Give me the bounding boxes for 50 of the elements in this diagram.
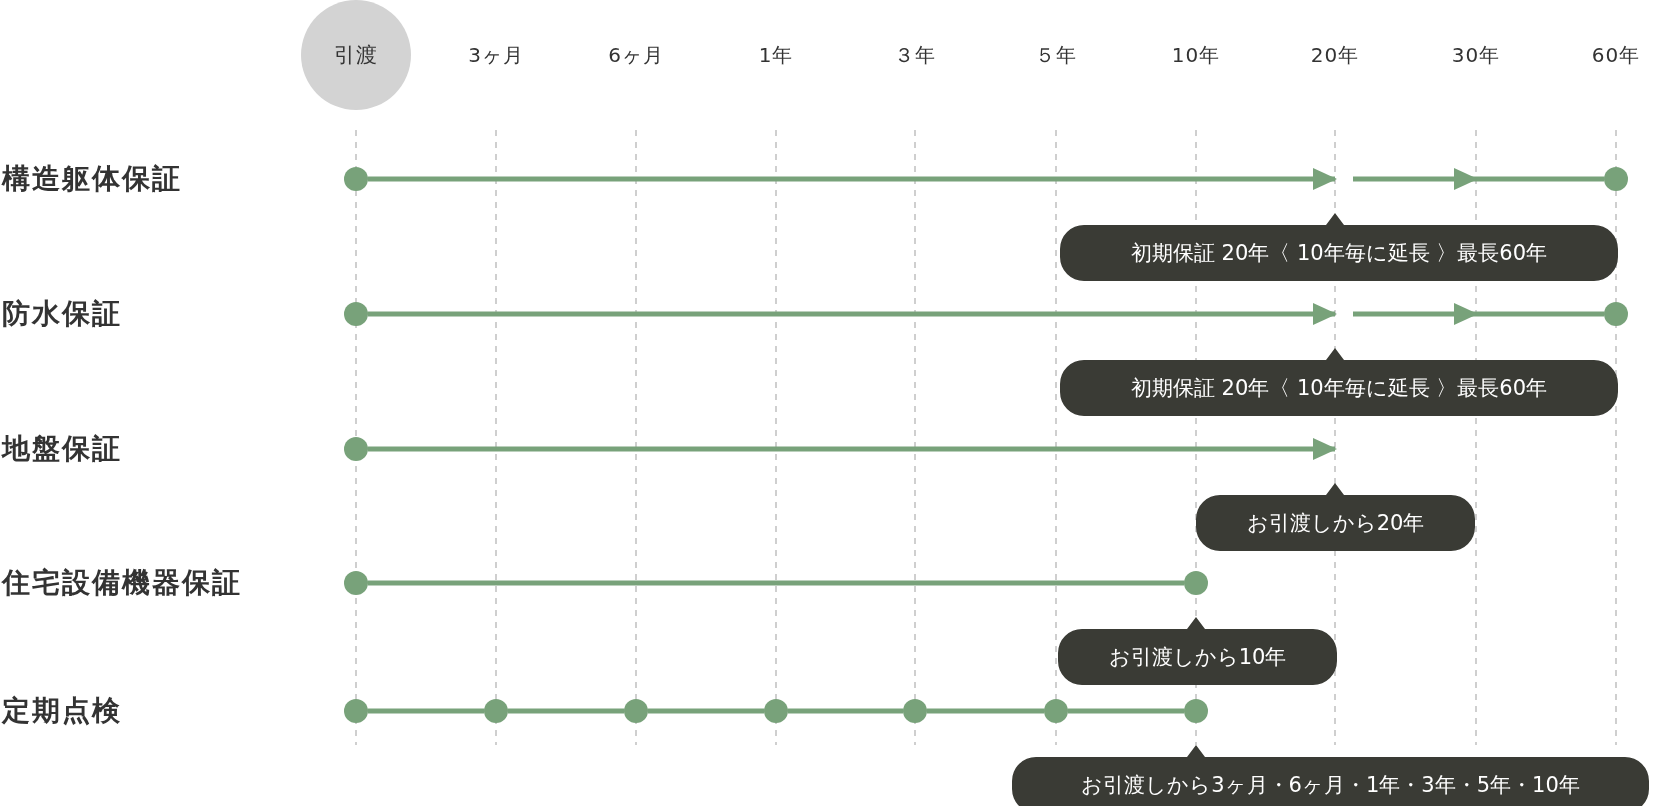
- callout-bubble: [1196, 483, 1475, 551]
- time-label: 6ヶ月: [608, 41, 664, 69]
- timeline-dot: [624, 699, 648, 723]
- timeline-line: [788, 708, 903, 714]
- callout-bubble: [1058, 617, 1337, 685]
- row-label: 防水保証: [2, 296, 122, 332]
- timeline-line: [1068, 708, 1184, 714]
- timeline-arrow: [368, 438, 1337, 460]
- row-label: 住宅設備機器保証: [2, 565, 242, 601]
- row-label: 定期点検: [2, 693, 122, 729]
- timeline-dot: [1184, 571, 1208, 595]
- callout-text: 初期保証 20年〈 10年毎に延長 〉最長60年: [1129, 240, 1549, 267]
- timeline-line: [1353, 176, 1604, 182]
- timeline-dot: [1184, 699, 1208, 723]
- time-label: ３年: [894, 41, 936, 69]
- row-label: 地盤保証: [2, 431, 122, 467]
- time-label: 20年: [1310, 41, 1360, 69]
- callout-bubble: [1012, 745, 1649, 806]
- timeline-dot: [1604, 167, 1628, 191]
- timeline-dot: [344, 571, 368, 595]
- timeline-arrow: [368, 303, 1337, 325]
- callout-text: お引渡しから3ヶ月・6ヶ月・1年・3年・5年・10年: [1080, 772, 1581, 799]
- timeline-dot: [344, 437, 368, 461]
- timeline-dot: [764, 699, 788, 723]
- handover-circle: 引渡: [301, 0, 411, 110]
- time-label: ５年: [1035, 41, 1077, 69]
- timeline-dot: [903, 699, 927, 723]
- timeline-line: [508, 708, 624, 714]
- time-label: 60年: [1591, 41, 1641, 69]
- timeline-dot: [344, 699, 368, 723]
- time-label: 30年: [1451, 41, 1501, 69]
- timeline-dot: [484, 699, 508, 723]
- timeline-line: [927, 708, 1044, 714]
- callout-text: 初期保証 20年〈 10年毎に延長 〉最長60年: [1129, 375, 1549, 402]
- timeline-dot: [1044, 699, 1068, 723]
- row-label: 構造躯体保証: [2, 161, 182, 197]
- time-label: 3ヶ月: [468, 41, 524, 69]
- timeline-line: [368, 708, 484, 714]
- callout-bubble: [1060, 213, 1618, 281]
- callout-text: お引渡しから10年: [1107, 644, 1288, 671]
- callout-bubble: [1060, 348, 1618, 416]
- timeline-dot: [1604, 302, 1628, 326]
- time-label: 1年: [758, 41, 794, 69]
- callout-text: お引渡しから20年: [1245, 510, 1426, 537]
- timeline-line: [648, 708, 764, 714]
- timeline-arrow: [368, 168, 1337, 190]
- time-label: 10年: [1171, 41, 1221, 69]
- timeline-dot: [344, 302, 368, 326]
- timeline-line: [368, 580, 1184, 586]
- timeline-dot: [344, 167, 368, 191]
